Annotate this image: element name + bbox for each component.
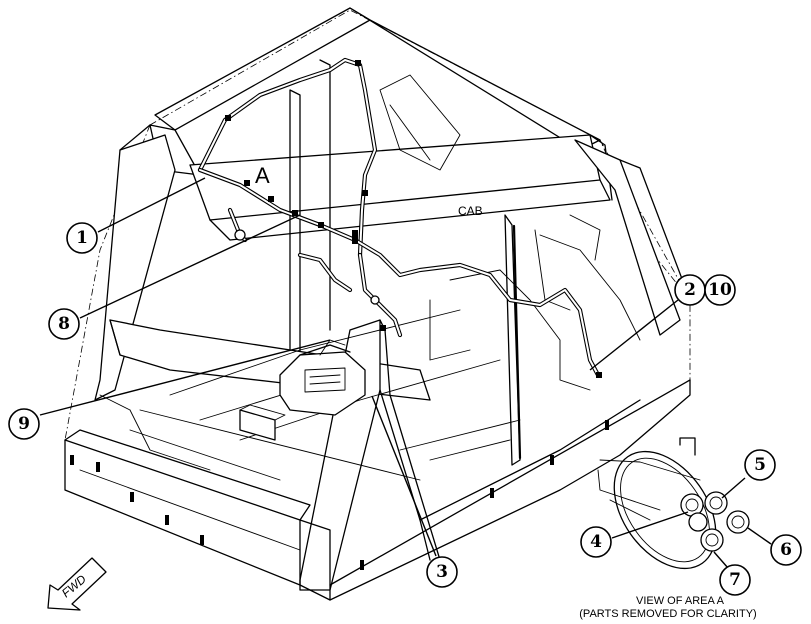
callout-2: 2	[674, 274, 706, 306]
view-caption-line1: VIEW OF AREA A	[636, 595, 725, 607]
cab-label: CAB	[458, 204, 483, 218]
svg-text:1: 1	[76, 228, 88, 248]
callout-9: 9	[8, 408, 40, 440]
callout-5: 5	[744, 449, 776, 481]
svg-text:6: 6	[780, 540, 792, 560]
area-a-label: A	[255, 163, 270, 188]
svg-text:10: 10	[708, 280, 732, 300]
heater-console	[279, 339, 366, 416]
callout-6: 6	[770, 534, 802, 566]
callout-3: 3	[426, 556, 458, 588]
svg-text:9: 9	[18, 414, 30, 434]
callout-1: 1	[66, 222, 98, 254]
cab-frame	[64, 7, 691, 601]
detail-view-area-a	[597, 437, 750, 570]
callout-7: 7	[719, 564, 751, 596]
leader-lines	[39, 177, 772, 569]
view-caption-line2: (PARTS REMOVED FOR CLARITY)	[579, 608, 756, 620]
svg-text:4: 4	[590, 532, 602, 552]
callout-4: 4	[580, 526, 612, 558]
callout-8: 8	[48, 308, 80, 340]
svg-text:8: 8	[58, 314, 70, 334]
svg-text:3: 3	[436, 562, 448, 582]
callout-10: 10	[704, 274, 736, 306]
hose-harness	[197, 57, 602, 378]
fwd-arrow: FWD	[47, 557, 107, 611]
svg-text:5: 5	[754, 455, 766, 475]
svg-text:2: 2	[684, 280, 696, 300]
svg-text:7: 7	[729, 570, 741, 590]
